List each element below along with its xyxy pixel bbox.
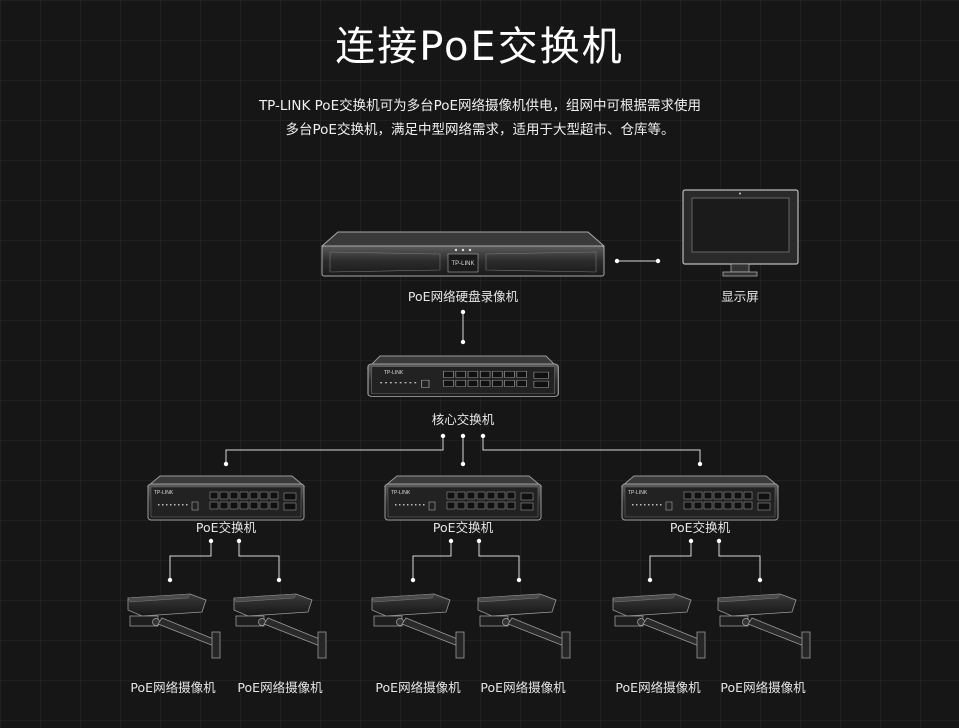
core-switch-device: TP-LINK	[366, 355, 560, 398]
core-switch-label: 核心交换机	[431, 412, 495, 427]
svg-text:TP-LINK: TP-LINK	[154, 490, 174, 496]
camera-device-5	[612, 593, 706, 659]
camera-device-4	[477, 593, 571, 659]
camera-device-1	[127, 593, 221, 659]
description-line-1: TP-LINK PoE交换机可为多台PoE网络摄像机供电，组网中可根据需求使用	[258, 98, 702, 114]
monitor-device	[682, 189, 799, 277]
poe-switch-label: PoE交换机	[432, 520, 494, 535]
monitor-label: 显示屏	[721, 289, 759, 304]
poe-switch-device-3: TP-LINK	[620, 475, 780, 521]
camera-label: PoE网络摄像机	[480, 680, 566, 695]
poe-switch-label: PoE交换机	[669, 520, 731, 535]
nvr-device: TP-LINK	[320, 231, 606, 277]
camera-label: PoE网络摄像机	[720, 680, 806, 695]
svg-text:TP-LINK: TP-LINK	[628, 490, 648, 496]
description-line-2: 多台PoE交换机，满足中型网络需求，适用于大型超市、仓库等。	[285, 122, 675, 138]
camera-label: PoE网络摄像机	[375, 680, 461, 695]
page-title: 连接PoE交换机	[335, 24, 624, 70]
poe-switch-device-1: TP-LINK	[146, 475, 306, 521]
poe-switch-device-2: TP-LINK	[383, 475, 543, 521]
camera-label: PoE网络摄像机	[237, 680, 323, 695]
camera-device-3	[371, 593, 465, 659]
camera-device-6	[717, 593, 811, 659]
nvr-label: PoE网络硬盘录像机	[407, 289, 519, 304]
svg-text:TP-LINK: TP-LINK	[391, 490, 411, 496]
camera-label: PoE网络摄像机	[615, 680, 701, 695]
camera-label: PoE网络摄像机	[130, 680, 216, 695]
svg-text:TP-LINK: TP-LINK	[451, 261, 474, 267]
poe-switch-label: PoE交换机	[195, 520, 257, 535]
svg-text:TP-LINK: TP-LINK	[384, 370, 404, 376]
camera-device-2	[233, 593, 327, 659]
